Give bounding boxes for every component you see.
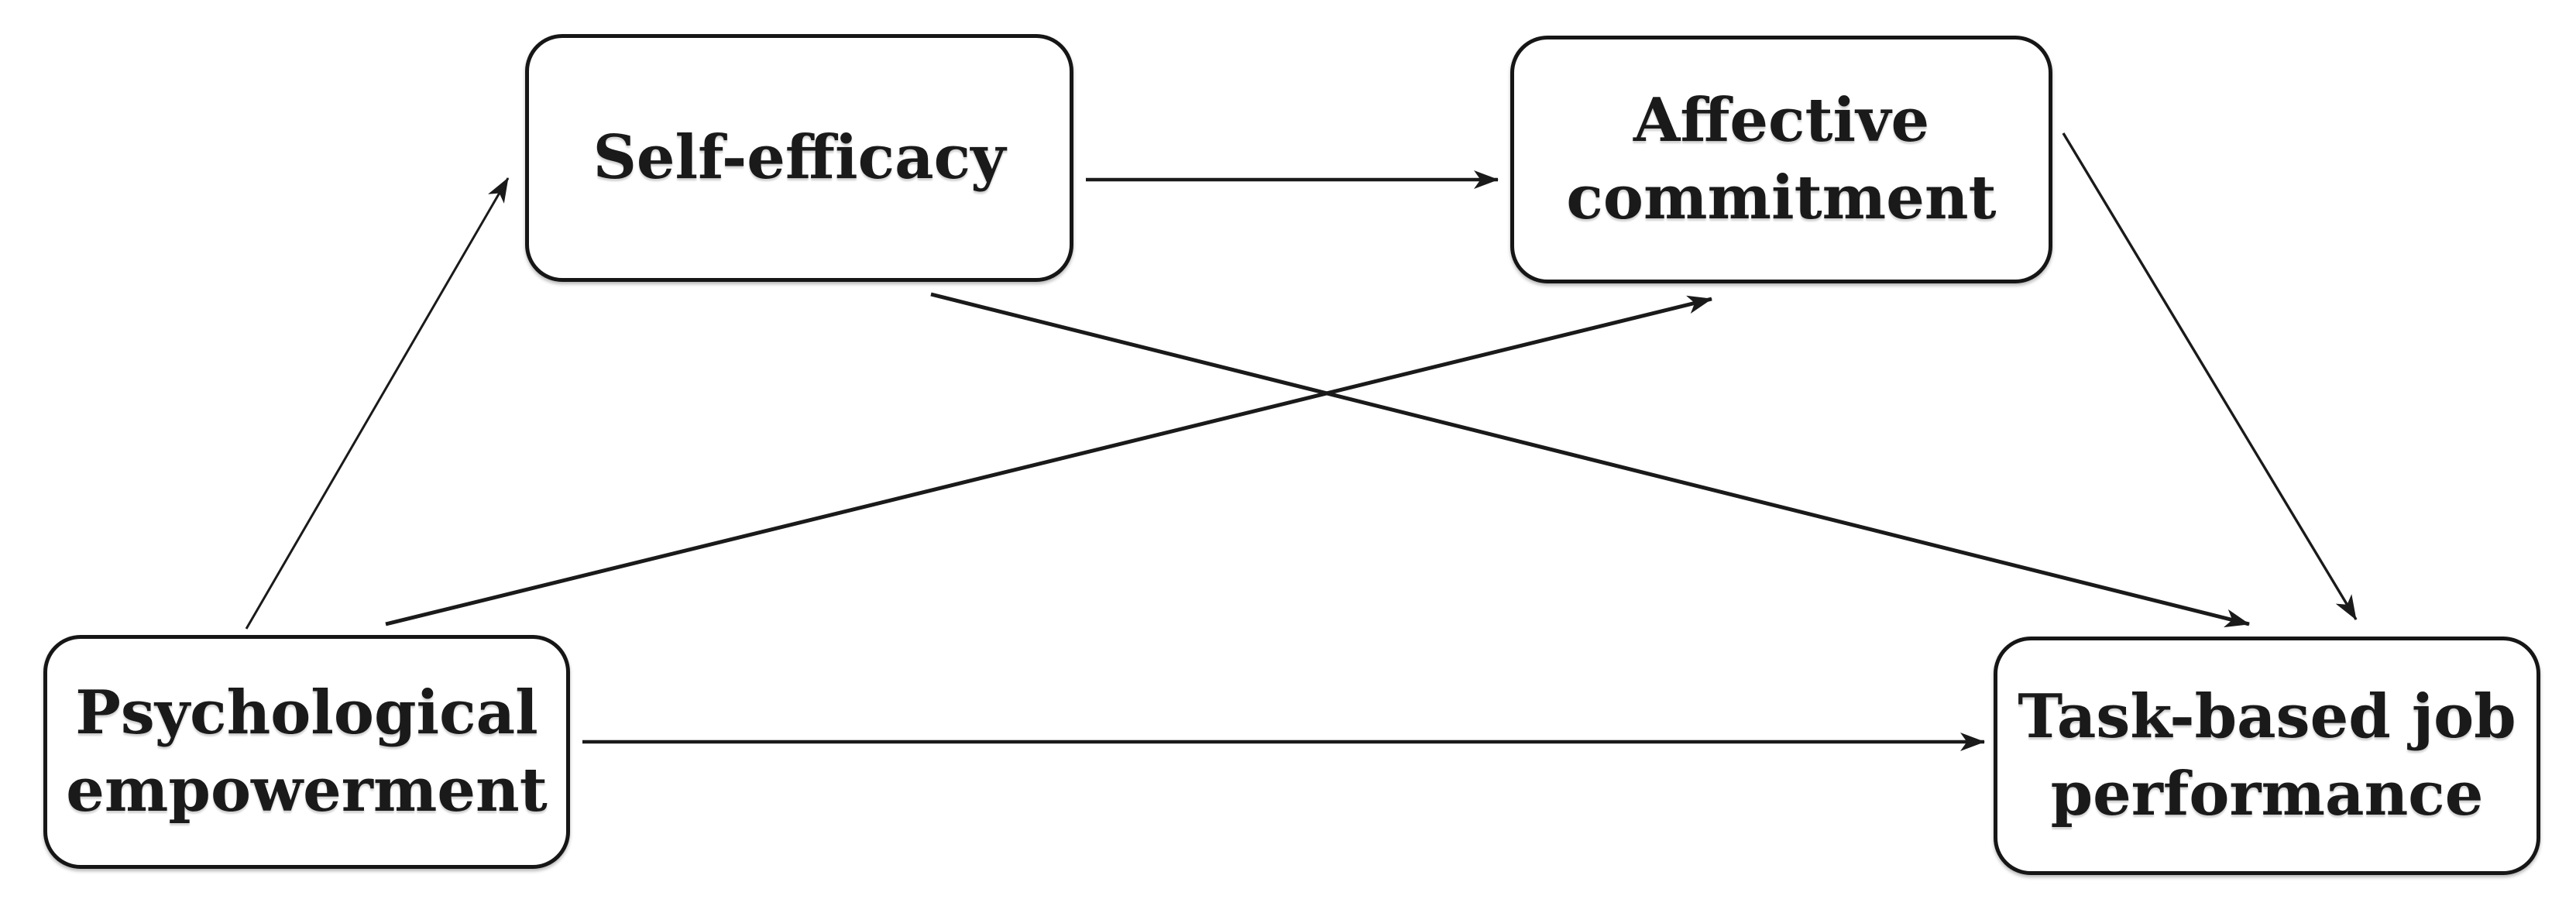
node-affective-commitment-label: Affective commitment bbox=[1566, 85, 1997, 233]
node-self-efficacy: Self-efficacy bbox=[525, 34, 1073, 282]
arrow-psychological-empowerment-to-self-efficacy bbox=[245, 177, 510, 630]
arrow-self-efficacy-to-task-based-job-performance bbox=[930, 292, 2250, 628]
node-task-based-job-performance: Task-based job performance bbox=[1994, 637, 2540, 875]
arrow-psychological-empowerment-to-affective-commitment bbox=[385, 295, 1712, 626]
node-psychological-empowerment-label: Psychological empowerment bbox=[66, 678, 548, 825]
node-task-based-job-performance-label: Task-based job performance bbox=[2018, 681, 2516, 829]
node-psychological-empowerment: Psychological empowerment bbox=[43, 635, 570, 869]
node-affective-commitment: Affective commitment bbox=[1510, 36, 2052, 283]
arrow-affective-commitment-to-task-based-job-performance bbox=[2062, 132, 2358, 620]
node-self-efficacy-label: Self-efficacy bbox=[592, 122, 1006, 194]
